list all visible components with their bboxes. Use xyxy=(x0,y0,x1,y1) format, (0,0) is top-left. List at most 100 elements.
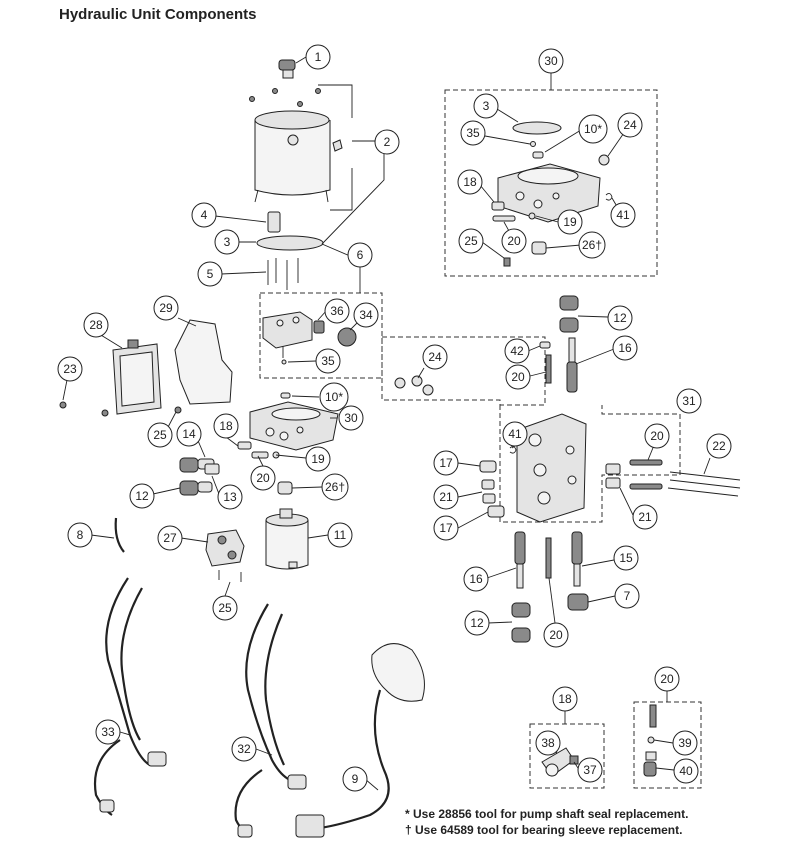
group-box-18 xyxy=(529,723,605,789)
block-clip-part xyxy=(605,192,613,201)
callout-label: 38 xyxy=(541,736,555,750)
callout-25: 25 xyxy=(212,595,238,621)
callout-label: 21 xyxy=(439,490,453,504)
callout-label: 16 xyxy=(618,341,632,355)
callout-label: 30 xyxy=(544,54,558,68)
shaft-seal-part xyxy=(280,392,291,399)
upper-manifold-block-part xyxy=(497,163,601,223)
callout-label: 17 xyxy=(439,456,453,470)
callout-3: 3 xyxy=(473,93,499,119)
callout-28: 28 xyxy=(83,312,109,338)
callout-label: 10* xyxy=(325,390,343,404)
callout-11: 11 xyxy=(327,522,353,548)
callout-16: 16 xyxy=(612,335,638,361)
callout-label: 19 xyxy=(563,215,577,229)
callout-label: 39 xyxy=(678,736,692,750)
callout-24: 24 xyxy=(422,344,448,370)
callout-label: 21 xyxy=(638,510,652,524)
spring-20-part xyxy=(545,354,552,384)
callout-1: 1 xyxy=(305,44,331,70)
callout-label: 25 xyxy=(153,428,167,442)
callout-3: 3 xyxy=(214,229,240,255)
callout-8: 8 xyxy=(67,522,93,548)
pump-plug-part xyxy=(313,320,325,334)
cover-screw-part xyxy=(59,401,67,409)
callout-label: 3 xyxy=(224,235,231,249)
callout-label: 20 xyxy=(507,234,521,248)
reservoir-o-ring-part xyxy=(256,235,324,251)
reservoir-screws-part xyxy=(249,88,321,107)
callout-25: 25 xyxy=(147,422,173,448)
callout-14: 14 xyxy=(176,421,202,447)
block-cartridge-part xyxy=(491,201,505,211)
callout-34: 34 xyxy=(353,302,379,328)
callout-label: 42 xyxy=(510,344,524,358)
callout-label: 26† xyxy=(325,480,345,494)
callout-36: 36 xyxy=(324,298,350,324)
callout-17: 17 xyxy=(433,450,459,476)
callout-label: 12 xyxy=(135,489,149,503)
callout-42: 42 xyxy=(504,338,530,364)
callout-20: 20 xyxy=(644,423,670,449)
cover-part xyxy=(112,339,162,415)
callout-label: 18 xyxy=(219,419,233,433)
callout-label: 3 xyxy=(483,99,490,113)
callout-label: 25 xyxy=(464,234,478,248)
hand-controller-harness-part xyxy=(295,643,425,838)
block-screw-part xyxy=(503,257,511,267)
callout-35: 35 xyxy=(460,120,486,146)
block-spring-part xyxy=(492,215,516,222)
ground-cable-part xyxy=(114,517,125,553)
callout-20: 20 xyxy=(505,364,531,390)
callout-label: 11 xyxy=(334,528,347,542)
callout-31: 31 xyxy=(676,388,702,414)
cover-screw-2-part xyxy=(101,409,109,417)
callout-41: 41 xyxy=(610,202,636,228)
callout-33: 33 xyxy=(95,719,121,745)
callout-label: 19 xyxy=(311,452,325,466)
callout-20: 20 xyxy=(250,465,276,491)
callout-4: 4 xyxy=(191,202,217,228)
callout-18: 18 xyxy=(457,169,483,195)
callout-9: 9 xyxy=(342,766,368,792)
callout-19: 19 xyxy=(557,209,583,235)
callout-20: 20 xyxy=(543,622,569,648)
callout-13: 13 xyxy=(217,484,243,510)
callout-26-dagger: 26† xyxy=(321,473,349,501)
footnote-bearing-sleeve-tool: † Use 64589 tool for bearing sleeve repl… xyxy=(405,823,683,837)
callout-10-star: 10* xyxy=(578,114,608,144)
callout-label: 23 xyxy=(63,362,77,376)
callout-label: 34 xyxy=(359,308,373,322)
callout-27: 27 xyxy=(157,525,183,551)
callout-label: 40 xyxy=(679,764,693,778)
callout-label: 8 xyxy=(77,528,84,542)
callout-label: 31 xyxy=(682,394,696,408)
callout-7: 7 xyxy=(614,583,640,609)
bearing-sleeve-part xyxy=(277,481,293,495)
page-title: Hydraulic Unit Components xyxy=(59,6,257,23)
relief-valves-17-part xyxy=(479,460,505,518)
callout-20: 20 xyxy=(654,666,680,692)
callout-label: 1 xyxy=(315,50,322,64)
block-plug-part xyxy=(598,154,610,166)
callout-6: 6 xyxy=(347,242,373,268)
block-washer-part xyxy=(530,141,536,147)
reservoir-tank-part xyxy=(254,110,343,203)
callout-38: 38 xyxy=(535,730,561,756)
callout-label: 25 xyxy=(218,601,232,615)
callout-23: 23 xyxy=(57,356,83,382)
callout-label: 10* xyxy=(584,122,602,136)
callout-label: 24 xyxy=(428,350,442,364)
callout-21: 21 xyxy=(433,484,459,510)
callout-label: 27 xyxy=(163,531,177,545)
pump-body-part xyxy=(262,311,313,358)
callout-24: 24 xyxy=(617,112,643,138)
callout-label: 30 xyxy=(344,411,358,425)
callout-18: 18 xyxy=(552,686,578,712)
callout-label: 9 xyxy=(352,772,359,786)
callout-30: 30 xyxy=(338,405,364,431)
solenoid-switch-part xyxy=(205,529,245,567)
callout-label: 37 xyxy=(583,763,597,777)
callout-21: 21 xyxy=(632,504,658,530)
callout-label: 24 xyxy=(623,118,637,132)
